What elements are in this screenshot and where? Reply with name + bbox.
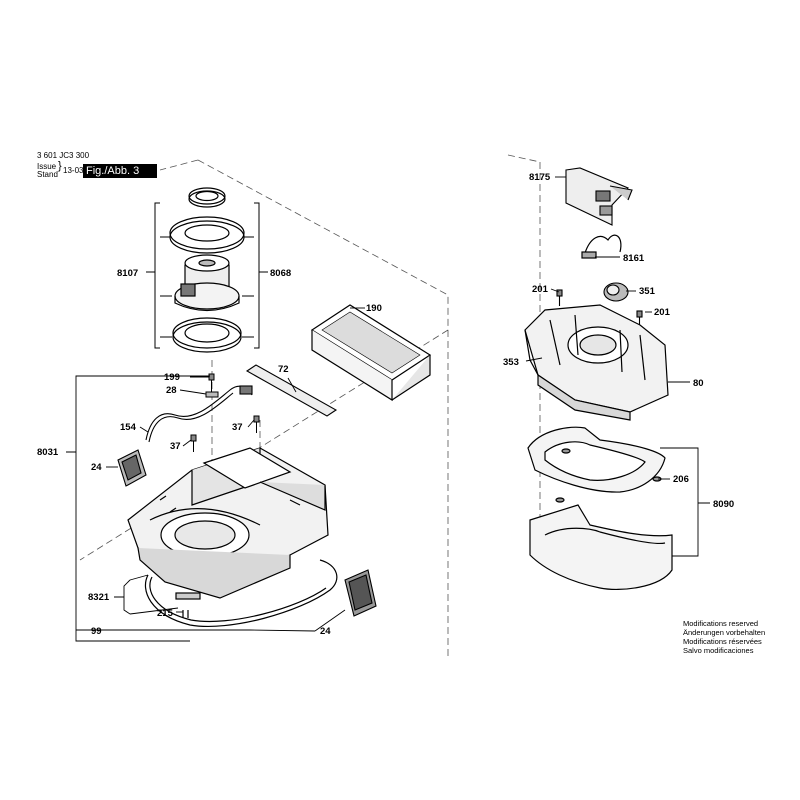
issue-label: Issue [37, 162, 57, 171]
callout-8161: 8161 [623, 253, 645, 264]
note-de: Änderungen vorbehalten [683, 628, 766, 637]
callout-24-lower: 24 [320, 626, 331, 637]
callout-201-left: 201 [532, 284, 549, 295]
modification-notes: Modifications reserved Änderungen vorbeh… [683, 619, 765, 655]
callout-labels: 8175 8161 201 351 201 353 80 206 8090 81… [37, 172, 734, 637]
callout-154: 154 [120, 422, 137, 433]
part-number: 3 601 JC3 300 [37, 151, 90, 160]
figure-label: Fig./Abb. 3 [83, 164, 157, 178]
lower-housing [127, 447, 329, 599]
knob-and-screws [556, 282, 643, 327]
callout-72: 72 [278, 364, 289, 375]
callout-8090: 8090 [713, 499, 734, 510]
callout-201-right: 201 [654, 307, 671, 318]
callout-215: 215 [157, 608, 174, 619]
control-board [565, 167, 633, 226]
callout-351: 351 [639, 286, 656, 297]
callout-8068: 8068 [270, 268, 291, 279]
callout-8175: 8175 [529, 172, 551, 183]
note-fr: Modifications réservées [683, 637, 762, 646]
cable-harness [145, 385, 253, 443]
callout-80: 80 [693, 378, 704, 389]
assembly-dashed-outline [79, 154, 541, 660]
callout-353: 353 [503, 357, 519, 368]
callout-199: 199 [164, 372, 180, 383]
callout-206: 206 [673, 474, 689, 485]
gasket-seal [144, 559, 338, 628]
filter-cartridge [310, 304, 432, 402]
callout-24-upper: 24 [91, 462, 102, 473]
frame-ring [527, 426, 666, 503]
callout-8031: 8031 [37, 447, 59, 458]
top-housing [524, 304, 669, 421]
screw-set-left [190, 373, 260, 452]
stand-label: Stand [37, 170, 58, 179]
callout-28: 28 [166, 385, 177, 396]
callout-190: 190 [366, 303, 382, 314]
seal-strip [245, 364, 338, 417]
issue-date: 13-03-14 [63, 166, 96, 175]
brace-glyph: } [58, 160, 62, 172]
base-cover [529, 504, 673, 590]
wire-clip [581, 234, 622, 259]
leader-lines [66, 176, 710, 642]
callout-99: 99 [91, 626, 102, 637]
switch-plate [117, 449, 147, 487]
motor-group-brackets [146, 202, 268, 349]
motor-assembly [169, 187, 245, 353]
callout-37-right: 37 [232, 422, 243, 433]
note-es: Salvo modificaciones [683, 646, 754, 655]
caster-pad [344, 569, 377, 617]
note-en: Modifications reserved [683, 619, 759, 628]
callout-8321: 8321 [88, 592, 110, 603]
callout-8107: 8107 [117, 268, 138, 279]
callout-37-left: 37 [170, 441, 181, 452]
